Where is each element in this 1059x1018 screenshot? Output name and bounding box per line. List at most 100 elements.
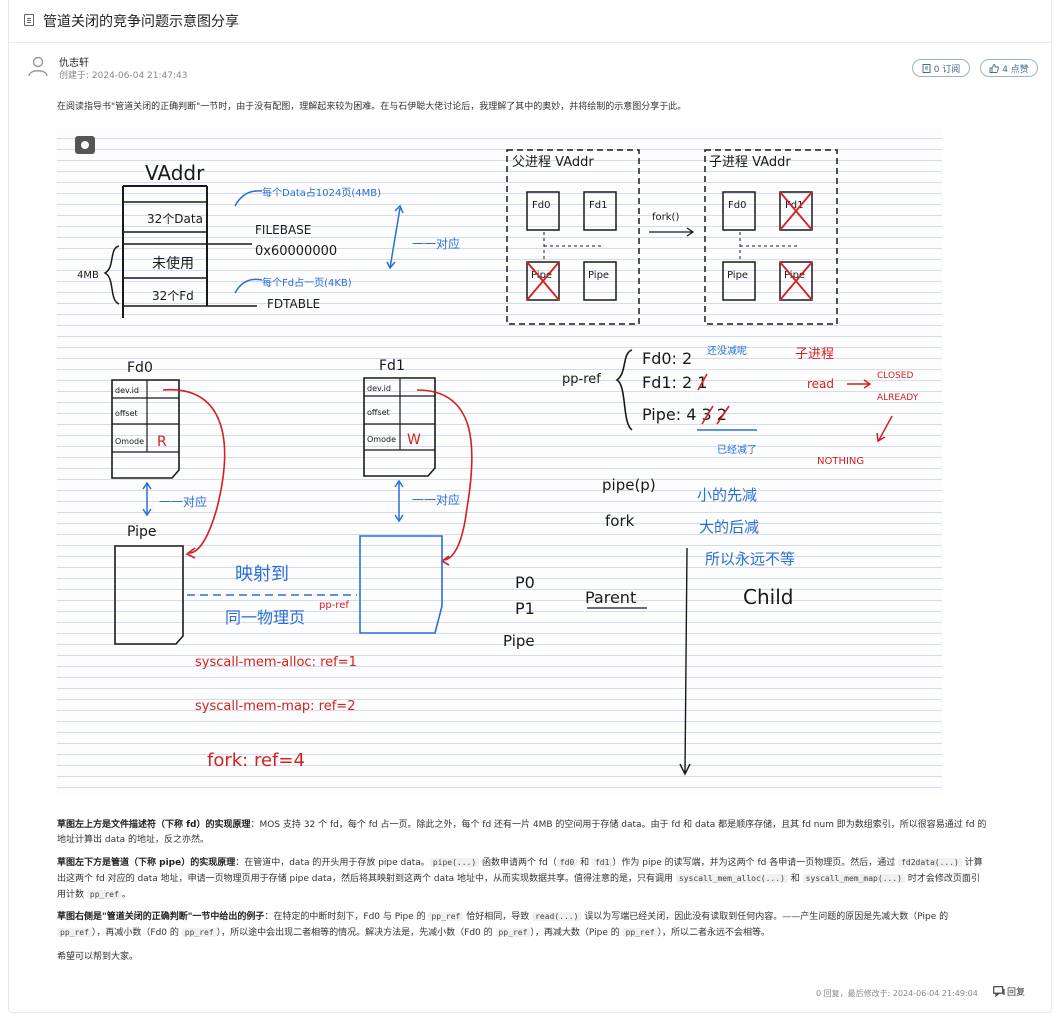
syscall-alloc: syscall-mem-alloc: ref=1 xyxy=(195,655,357,670)
fd1-omode: Omode xyxy=(367,435,396,444)
child-word: Child xyxy=(743,585,793,609)
subscribe-button[interactable]: 0 订阅 xyxy=(912,59,970,77)
addr-label: 0x60000000 xyxy=(255,244,337,259)
pipe-title: Pipe xyxy=(127,524,157,540)
parent-word: Parent xyxy=(585,588,636,607)
fork-word: fork xyxy=(605,512,635,530)
p3-title: 草图右侧是"管道关闭的正确判断"一节中给出的例子 xyxy=(57,912,265,922)
code-read: read(...) xyxy=(532,912,582,921)
note-data: 每个Data占1024页(4MB) xyxy=(262,186,381,199)
closed-already: CLOSED xyxy=(877,371,913,381)
p3-g: ），所以二者永远不会相等。 xyxy=(657,928,771,938)
code-alloc: syscall_mem_alloc(...) xyxy=(675,874,788,883)
child-pipe2: Pipe xyxy=(784,270,805,281)
intro-text: 在阅读指导书"管道关闭的正确判断"一节时，由于没有配图，理解起来较为困难。在与石… xyxy=(57,102,687,112)
code-pipe: pipe(...) xyxy=(429,858,480,867)
fd0-omode: Omode xyxy=(115,437,144,446)
fd1-title: Fd1 xyxy=(379,358,405,374)
code-ppref-2: pp_ref xyxy=(57,928,92,937)
child-fd1: Fd1 xyxy=(785,200,803,211)
parent-pipe2: Pipe xyxy=(588,270,609,281)
already-reduced: 已经减了 xyxy=(717,443,757,456)
ppref-fd0: Fd0: 2 xyxy=(642,349,692,368)
author-name[interactable]: 仇志轩 xyxy=(59,58,89,69)
avatar[interactable] xyxy=(27,55,49,77)
p3-a: ：在特定的中断时刻下，Fd0 与 Pipe 的 xyxy=(264,912,429,922)
post-header: 管道关闭的竞争问题示意图分享 xyxy=(9,0,1051,43)
pp-ref-red: pp-ref xyxy=(319,600,349,611)
p2-b: 函数申请两个 fd（ xyxy=(479,858,557,868)
code-ppref-1: pp_ref xyxy=(428,912,464,921)
paragraph-fd: 草图左上方是文件描述符（下称 fd）的实现原理：MOS 支持 32 个 fd，每… xyxy=(57,818,987,848)
pipe-p: pipe(p) xyxy=(602,476,656,494)
paragraph-closing: 希望可以帮到大家。 xyxy=(57,952,139,962)
ppref-fd1: Fd1: 2 1 xyxy=(642,373,707,392)
p2-e: 计算出这两个 fd 对应的 data 地址，申请一页物理页用于存储 pipe d… xyxy=(57,858,983,884)
child-vaddr-title: 子进程 VAddr xyxy=(709,155,791,170)
small-first: 小的先减 xyxy=(697,486,757,504)
reply-button[interactable]: 回复 xyxy=(993,985,1025,998)
p2-c: 和 xyxy=(577,858,592,868)
document-icon xyxy=(24,14,34,26)
never-equal: 所以永远不等 xyxy=(705,550,795,568)
image-toolbar-icon[interactable] xyxy=(75,136,95,154)
row-fd-label: 32个Fd xyxy=(152,289,194,303)
fork-label: fork() xyxy=(652,212,679,223)
note-fd: 每个Fd占一页(4KB) xyxy=(262,276,352,289)
mapped-to: 映射到 xyxy=(235,564,289,585)
p3-e: ），所以途中会出现二者相等的情况。解决方法是，先减小数（Fd0 的 xyxy=(216,928,496,938)
fd1-offset: offset xyxy=(367,408,390,417)
pipe-word: Pipe xyxy=(503,632,535,650)
p2-f: 和 xyxy=(787,874,803,884)
filebase-label: FILEBASE xyxy=(255,223,311,237)
handwritten-sketch-image: VAddr 32个Data 未使用 32个Fd 4MB FILEBASE 0x6… xyxy=(57,128,942,796)
one-to-one-top: 一一对应 xyxy=(412,236,460,251)
comment-icon xyxy=(993,986,1005,997)
paragraph-example: 草图右侧是"管道关闭的正确判断"一节中给出的例子：在特定的中断时刻下，Fd0 与… xyxy=(57,909,987,941)
nothing: NOTHING xyxy=(817,456,864,467)
code-ppref: pp_ref xyxy=(86,890,122,899)
ppref-pipe: Pipe: 4 3 2 xyxy=(642,405,727,424)
child-read-title: 子进程 xyxy=(795,347,834,362)
fork-ref: fork: ref=4 xyxy=(207,750,305,771)
same-page: 同一物理页 xyxy=(225,608,305,627)
p3-c: 误以为写端已经关闭，因此没有读取到任何内容。——产生问题的原因是先减大数（Pip… xyxy=(581,912,949,922)
mb-label: 4MB xyxy=(77,270,99,281)
p0: P0 xyxy=(515,573,535,592)
p2-title: 草图左下方是管道（下称 pipe）的实现原理 xyxy=(57,858,236,868)
ppref-label: pp-ref xyxy=(562,372,601,387)
parent-fd0: Fd0 xyxy=(532,200,550,211)
child-pipe: Pipe xyxy=(727,270,748,281)
like-label: 4 点赞 xyxy=(1002,64,1029,75)
fd1-devid: dev.id xyxy=(367,384,391,393)
one-to-one-fd0: 一一对应 xyxy=(159,494,207,509)
read-word: read xyxy=(807,377,834,391)
fd0-r: R xyxy=(157,434,167,450)
syscall-map: syscall-mem-map: ref=2 xyxy=(195,699,355,714)
p1-text: ：MOS 支持 32 个 fd，每个 fd 占一页。除此之外，每个 fd 还有一… xyxy=(57,820,987,845)
p3-b: 恰好相同，导致 xyxy=(463,912,533,922)
p3-d: ），再减小数（Fd0 的 xyxy=(91,928,182,938)
p2-a: ：在管道中，data 的开头用于存放 pipe data。 xyxy=(235,858,430,868)
p3-f: ），再减大数（Pipe 的 xyxy=(530,928,623,938)
like-button[interactable]: 4 点赞 xyxy=(980,59,1038,77)
code-ppref-5: pp_ref xyxy=(622,928,658,937)
row-data-label: 32个Data xyxy=(147,212,203,226)
parent-vaddr-title: 父进程 VAddr xyxy=(512,155,594,170)
closed-already-2: ALREADY xyxy=(877,393,919,403)
paragraph-pipe: 草图左下方是管道（下称 pipe）的实现原理：在管道中，data 的开头用于存放… xyxy=(57,855,987,903)
fd0-title: Fd0 xyxy=(127,360,153,376)
subscribe-label: 0 订阅 xyxy=(933,64,961,75)
one-to-one-fd1: 一一对应 xyxy=(412,492,460,507)
fd0-offset: offset xyxy=(115,409,138,418)
thumbs-up-icon xyxy=(989,63,1000,73)
p2-g: 时才会修改页面引用计数 xyxy=(57,874,980,900)
vaddr-title: VAddr xyxy=(145,161,205,185)
code-fd0: fd0 xyxy=(556,858,578,867)
fd0-devid: dev.id xyxy=(115,386,139,395)
code-fd2data: fd2data(...) xyxy=(898,858,962,867)
code-fd1: fd1 xyxy=(591,858,613,867)
page-title: 管道关闭的竞争问题示意图分享 xyxy=(43,14,239,30)
big-later: 大的后减 xyxy=(699,518,759,536)
code-map: syscall_mem_map(...) xyxy=(802,874,905,883)
